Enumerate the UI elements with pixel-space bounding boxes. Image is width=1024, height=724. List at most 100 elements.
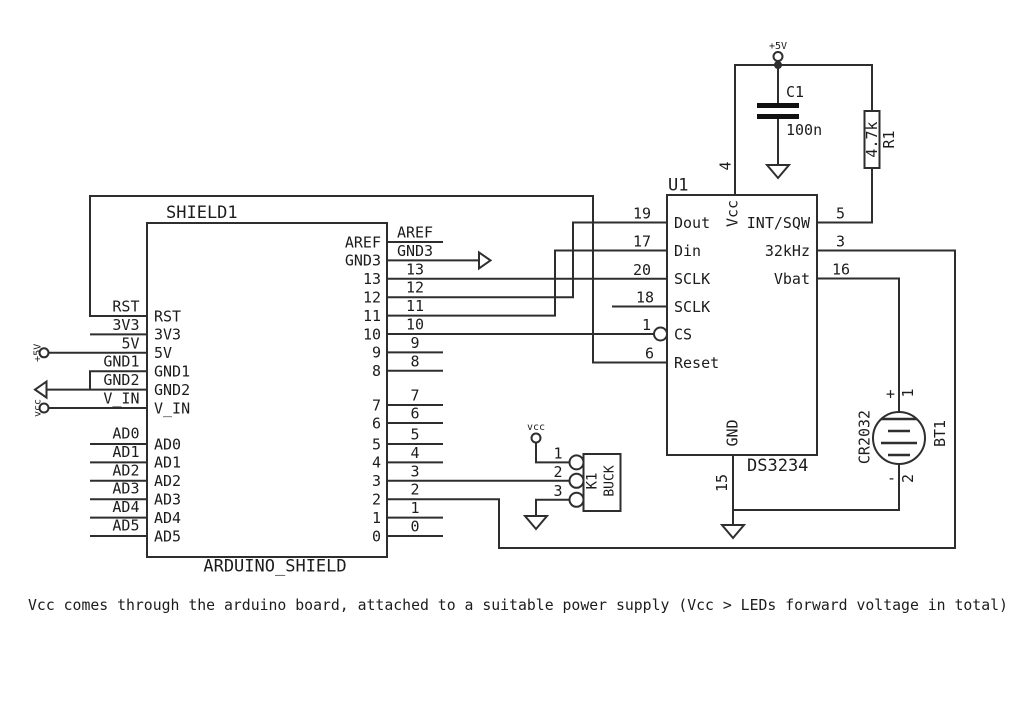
- shield-pin-ad5: AD5: [154, 527, 181, 545]
- rtc-pin-sclk20: SCLK: [674, 270, 710, 288]
- rtc-ref-label: U1: [668, 176, 688, 196]
- shield-pin-1: 1: [372, 509, 381, 527]
- power-circle-5v-top: [772, 51, 784, 62]
- cs-inversion-bubble: [653, 326, 668, 342]
- rtc-pinnum-17: 17: [633, 233, 651, 251]
- net-label-ad4: AD4: [112, 498, 139, 516]
- shield-pin-vin: V_IN: [154, 399, 190, 417]
- net-label-4: 4: [410, 444, 419, 462]
- net-label-gnd1: GND1: [103, 353, 139, 371]
- net-label-3v3: 3V3: [112, 316, 139, 334]
- wire-segments: [46, 61, 956, 549]
- rtc-value-label: DS3234: [747, 456, 808, 476]
- power-label-vcc-left: vcc: [33, 399, 44, 417]
- shield-pin-6: 6: [372, 414, 381, 432]
- wire-battery-to-gnd: [733, 456, 900, 511]
- shield-pin-9: 9: [372, 344, 381, 362]
- rtc-ds3234-symbol: U1 DS3234 19 17 20 18 1 6 Dout Din SCLK …: [633, 161, 850, 492]
- net-label-5v: 5V: [121, 334, 139, 352]
- rtc-pinnum-5: 5: [836, 205, 845, 223]
- net-label-ad2: AD2: [112, 461, 139, 479]
- net-label-11: 11: [406, 297, 424, 315]
- capacitor-ref-label: C1: [786, 83, 804, 101]
- shield-pin-10: 10: [363, 325, 381, 343]
- net-label-13: 13: [406, 260, 424, 278]
- rtc-pinnum-18: 18: [636, 289, 654, 307]
- shield-pin-2: 2: [372, 491, 381, 509]
- wire-2-to-32khz: [387, 249, 956, 549]
- gnd3-arrow-icon: [478, 250, 493, 271]
- wire-vcc-to-k1pin1: [535, 442, 570, 464]
- wire-rst-to-reset: [89, 195, 667, 364]
- net-label-ad0: AD0: [112, 425, 139, 443]
- ground-symbol-c1: [764, 164, 792, 180]
- connector-net-3: 3: [553, 482, 562, 500]
- resistor-body: [863, 110, 881, 169]
- shield-pin-11: 11: [363, 307, 381, 325]
- connector-k1-symbol: 1 2 3 K1 BUCK: [553, 444, 622, 512]
- shield-pin-gnd2: GND2: [154, 381, 190, 399]
- rtc-pin-intsqw: INT/SQW: [747, 214, 811, 232]
- shield-pin-ad1: AD1: [154, 454, 181, 472]
- shield-pin-ad3: AD3: [154, 491, 181, 509]
- power-label-vcc-k1: vcc: [527, 422, 545, 433]
- battery-value-label: CR2032: [856, 410, 874, 464]
- rtc-pin-din: Din: [674, 242, 701, 260]
- net-label-6: 6: [410, 405, 419, 423]
- ground-symbol-k1: [522, 515, 550, 531]
- shield-pin-ad0: AD0: [154, 435, 181, 453]
- shield-pin-12: 12: [363, 289, 381, 307]
- wire-vbat-to-battery: [817, 277, 900, 418]
- shield-pin-5v: 5V: [154, 344, 172, 362]
- shield-pin-7: 7: [372, 396, 381, 414]
- connector-body: [582, 453, 622, 512]
- resistor-ref-label: R1: [880, 130, 898, 148]
- battery-bt1-symbol: + 1 - 2 CR2032 BT1: [856, 385, 950, 487]
- shield-pin-4: 4: [372, 454, 381, 472]
- connector-pin1-circle: [568, 454, 585, 471]
- net-label-ad5: AD5: [112, 517, 139, 535]
- shield-pin-8: 8: [372, 362, 381, 380]
- power-circle-vcc-k1: [530, 432, 542, 444]
- net-label-rst: RST: [112, 298, 139, 316]
- wire-12-to-dout: [387, 221, 667, 299]
- connector-pin2-circle: [568, 472, 585, 489]
- wire-r1-to-intsqw: [817, 168, 873, 224]
- capacitor-c1-symbol: C1 100n: [757, 83, 822, 139]
- rtc-pinnum-20: 20: [633, 261, 651, 279]
- rtc-pinnum-16: 16: [832, 261, 850, 279]
- net-label-9: 9: [410, 334, 419, 352]
- rtc-pinnum-6: 6: [645, 345, 654, 363]
- battery-pinnum-2: 2: [899, 474, 917, 483]
- capacitor-value-label: 100n: [786, 121, 822, 139]
- connector-net-2: 2: [553, 463, 562, 481]
- rtc-pin-cs: CS: [674, 325, 692, 343]
- net-label-1: 1: [410, 499, 419, 517]
- net-label-5: 5: [410, 426, 419, 444]
- net-label-gnd2: GND2: [103, 371, 139, 389]
- junction-dot: [774, 61, 782, 69]
- battery-pinnum-1: 1: [899, 388, 917, 397]
- rtc-body: [666, 194, 818, 456]
- net-label-2: 2: [410, 481, 419, 499]
- resistor-r1-symbol: 4.7k R1: [863, 110, 898, 169]
- net-label-3: 3: [410, 462, 419, 480]
- shield-pin-aref: AREF: [345, 233, 381, 251]
- annotation-note: Vcc comes through the arduino board, att…: [28, 597, 1008, 614]
- wire-gnd1-gnd2: [46, 370, 147, 391]
- net-label-aref: AREF: [397, 224, 433, 242]
- net-label-12: 12: [406, 279, 424, 297]
- rtc-pin-dout: Dout: [674, 214, 710, 232]
- rtc-pinnum-19: 19: [633, 205, 651, 223]
- shield-pin-ad4: AD4: [154, 509, 181, 527]
- connector-value-label: BUCK: [603, 465, 618, 496]
- net-label-0: 0: [410, 518, 419, 536]
- connector-pin3-circle: [568, 491, 585, 508]
- wire-5v-rail: [734, 64, 873, 195]
- gnd2-arrow-icon: [33, 379, 48, 400]
- symbols: +5V +5V vcc vcc: [33, 41, 792, 540]
- wire-k1pin3-to-gnd: [535, 498, 570, 516]
- net-label-7: 7: [410, 387, 419, 405]
